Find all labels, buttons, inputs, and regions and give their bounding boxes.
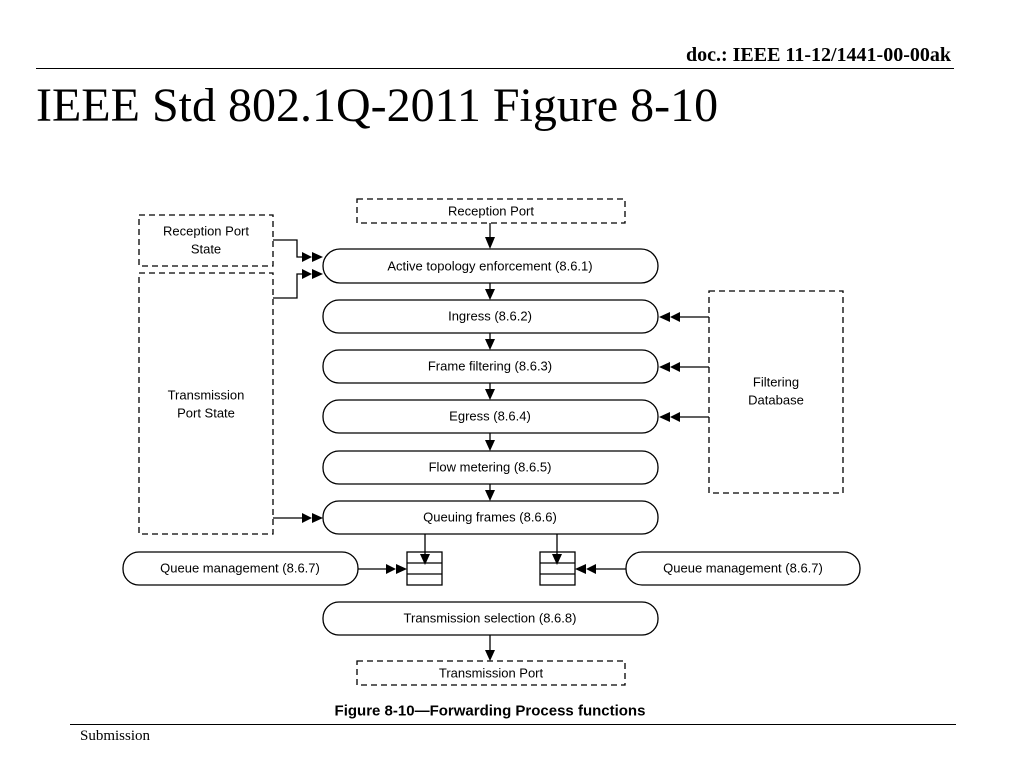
transmission-port-label: Transmission Port <box>439 666 544 681</box>
transmission-port-box <box>356 660 626 686</box>
queue-management-right-label: Queue management (8.6.7) <box>663 561 823 576</box>
double-arrow-left-icon <box>670 412 680 422</box>
arrow-down-icon <box>485 289 495 300</box>
figure-caption: Figure 8-10—Forwarding Process functions <box>335 703 646 720</box>
header-rule <box>36 68 954 69</box>
transmission-port-state-label: Port State <box>177 406 235 421</box>
document-id: doc.: IEEE 11-12/1441-00-00ak <box>685 44 951 66</box>
arrow-down-icon <box>485 490 495 501</box>
step-flow-metering-label: Flow metering (8.6.5) <box>429 460 552 475</box>
footer-label: Submission <box>80 728 151 744</box>
transmission-port-state-label: Transmission <box>168 388 245 403</box>
step-active-topology-label: Active topology enforcement (8.6.1) <box>387 259 592 274</box>
queue-management-left-label: Queue management (8.6.7) <box>160 561 320 576</box>
reception-port-state-label: Reception Port <box>163 224 249 239</box>
double-arrow-left-icon <box>670 362 680 372</box>
arrow-down-icon <box>485 440 495 451</box>
filtering-database-label: Database <box>748 393 804 408</box>
step-frame-filtering-label: Frame filtering (8.6.3) <box>428 359 552 374</box>
step-transmission-selection-label: Transmission selection (8.6.8) <box>404 611 577 626</box>
arrow-down-icon <box>485 339 495 350</box>
double-arrow-right-icon <box>302 252 312 262</box>
arrow-down-icon <box>420 554 430 565</box>
footer-rule <box>70 724 956 725</box>
double-arrow-right-icon <box>302 513 312 523</box>
double-arrow-left-icon <box>670 312 680 322</box>
arrow-down-icon <box>485 650 495 661</box>
step-egress-label: Egress (8.6.4) <box>449 409 531 424</box>
filtering-database-box <box>708 290 844 494</box>
step-queuing-frames-label: Queuing frames (8.6.6) <box>423 510 557 525</box>
reception-port-label: Reception Port <box>448 204 534 219</box>
arrow-down-icon <box>552 554 562 565</box>
reception-port-state-box <box>138 214 274 267</box>
step-queuing-frames-box <box>322 500 659 535</box>
double-arrow-right-icon <box>386 564 396 574</box>
filtering-database-label: Filtering <box>753 375 799 390</box>
step-ingress-label: Ingress (8.6.2) <box>448 309 532 324</box>
transmission-port-state-box <box>138 272 274 535</box>
arrow-down-icon <box>485 237 495 249</box>
double-arrow-left-icon <box>586 564 596 574</box>
reception-port-state-label: State <box>191 242 221 257</box>
arrow-down-icon <box>485 389 495 400</box>
reception-port-box <box>356 198 626 224</box>
slide-title: IEEE Std 802.1Q-2011 Figure 8-10 <box>36 79 719 132</box>
double-arrow-right-icon <box>302 269 312 279</box>
